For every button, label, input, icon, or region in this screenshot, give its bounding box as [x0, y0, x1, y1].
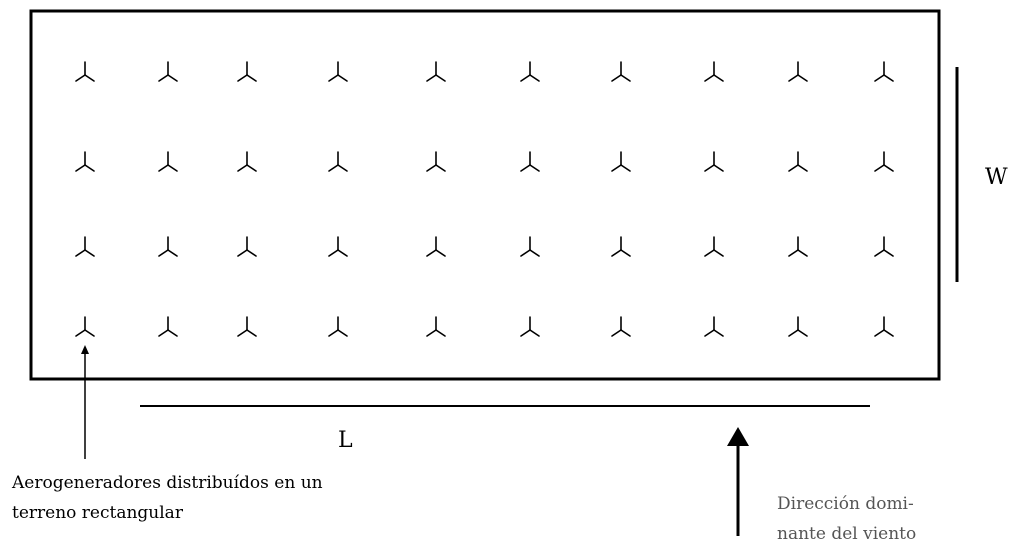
wind-turbine-icon: [237, 236, 257, 257]
wind-turbine-icon: [704, 236, 724, 257]
wind-turbine-icon: [426, 151, 446, 172]
wind-turbine-icon: [328, 236, 348, 257]
wind-turbine-icon: [520, 61, 540, 82]
turbines-caption-line-1: Aerogeneradores distribuídos en un: [12, 473, 323, 493]
wind-turbine-icon: [158, 61, 178, 82]
turbines-caption: Aerogeneradores distribuídos en un terre…: [12, 468, 323, 528]
wind-turbine-icon: [611, 236, 631, 257]
turbine-pointer-arrow: [81, 345, 89, 459]
wind-caption-line-1: Dirección domi-: [777, 494, 914, 514]
turbine-grid: [75, 61, 894, 337]
wind-turbine-icon: [520, 151, 540, 172]
wind-turbine-icon: [426, 316, 446, 337]
wind-farm-diagram: [29, 9, 959, 536]
wind-caption: Dirección domi- nante del viento: [777, 489, 916, 549]
turbines-caption-line-2: terreno rectangular: [12, 503, 183, 523]
wind-turbine-icon: [520, 316, 540, 337]
wind-turbine-icon: [704, 61, 724, 82]
wind-turbine-icon: [328, 316, 348, 337]
wind-turbine-icon: [611, 61, 631, 82]
wind-turbine-icon: [75, 236, 95, 257]
wind-turbine-icon: [75, 61, 95, 82]
terrain-rectangle: [29, 9, 941, 381]
wind-turbine-icon: [426, 61, 446, 82]
wind-caption-line-2: nante del viento: [777, 524, 917, 544]
wind-turbine-icon: [788, 151, 808, 172]
wind-turbine-icon: [611, 316, 631, 337]
wind-turbine-icon: [158, 316, 178, 337]
wind-turbine-icon: [788, 316, 808, 337]
wind-turbine-icon: [75, 316, 95, 337]
wind-turbine-icon: [328, 61, 348, 82]
wind-turbine-icon: [788, 61, 808, 82]
width-label: W: [985, 165, 1008, 190]
wind-turbine-icon: [75, 151, 95, 172]
length-label: L: [338, 428, 353, 453]
wind-turbine-icon: [704, 151, 724, 172]
wind-turbine-icon: [874, 61, 894, 82]
wind-turbine-icon: [788, 236, 808, 257]
wind-turbine-icon: [520, 236, 540, 257]
wind-direction-arrow: [727, 427, 749, 536]
wind-turbine-icon: [158, 236, 178, 257]
wind-turbine-icon: [158, 151, 178, 172]
wind-turbine-icon: [426, 236, 446, 257]
wind-turbine-icon: [237, 316, 257, 337]
wind-turbine-icon: [611, 151, 631, 172]
wind-turbine-icon: [874, 151, 894, 172]
wind-turbine-icon: [237, 151, 257, 172]
wind-turbine-icon: [874, 316, 894, 337]
wind-turbine-icon: [704, 316, 724, 337]
wind-turbine-icon: [237, 61, 257, 82]
wind-turbine-icon: [874, 236, 894, 257]
wind-turbine-icon: [328, 151, 348, 172]
